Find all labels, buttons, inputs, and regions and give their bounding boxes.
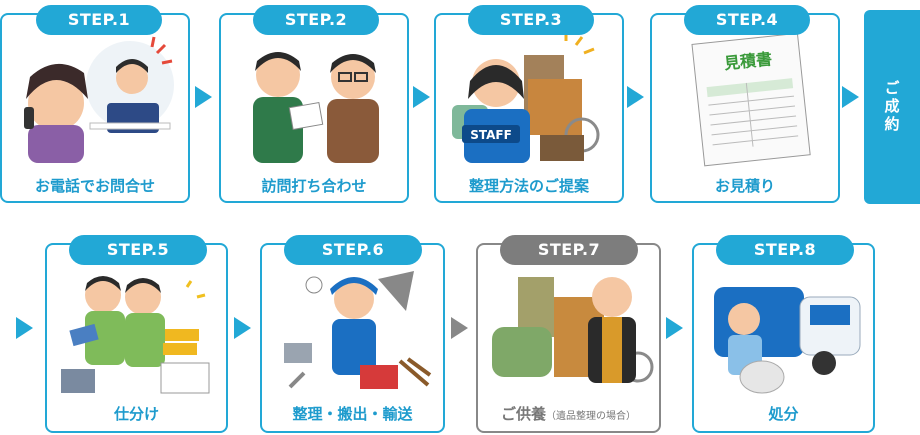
step-card-7: STEP.7 ご供養（遺品整理の場合） [476,235,661,433]
arrow-contract-5 [16,317,33,339]
disposal-truck-illustration [714,287,861,394]
step-title-7-note: （遺品整理の場合） [546,411,636,422]
phone-call-illustration [24,36,174,163]
step-card-2: STEP.2 訪問打ち合わせ [219,5,409,203]
arrow-5-6 [234,317,251,339]
memorial-service-illustration [492,277,654,383]
step-badge-8: STEP.8 [716,235,854,265]
step-title-7: ご供養（遺品整理の場合） [478,403,659,424]
arrow-6-7 [451,317,468,339]
visit-meeting-illustration [253,52,379,163]
step-card-8: STEP.8 処分 [692,235,875,433]
step-title-8: 処分 [768,405,799,423]
step-title-3: 整理方法のご提案 [468,177,589,195]
sorting-illustration [61,276,210,394]
worker-tools-illustration [284,271,432,389]
arrow-3-4 [627,86,644,108]
contract-box: ご成約 [864,10,920,204]
contract-label: ご成約 [882,80,901,134]
step-badge-4: STEP.4 [684,5,810,35]
step-badge-5: STEP.5 [69,235,207,265]
arrow-4-contract [842,86,859,108]
step-title-6: 整理・搬出・輸送 [292,405,413,423]
arrow-1-2 [195,86,212,108]
step-badge-1: STEP.1 [36,5,162,35]
staff-label: STAFF [470,128,512,142]
step-title-7-main: ご供養 [500,405,546,423]
step-title-1: お電話でお問合せ [34,177,155,195]
step-title-2: 訪問打ち合わせ [261,177,367,195]
step-card-5: STEP.5 仕分け [45,235,228,433]
step-badge-6: STEP.6 [284,235,422,265]
arrow-7-8 [666,317,683,339]
step-card-1: STEP.1 お電話でお問合せ [0,5,190,203]
step-card-3: STAFF STEP.3 整理方法のご提案 [434,5,624,203]
step-card-6: STEP.6 整理・搬出・輸送 [260,235,445,433]
step-badge-2: STEP.2 [253,5,379,35]
step-badge-7: STEP.7 [500,235,638,265]
step-title-5: 仕分け [113,405,159,423]
step-badge-3: STEP.3 [468,5,594,35]
step-card-4: 見積書 STEP.4 お見積り [650,5,840,203]
step-title-4: お見積り [714,177,775,195]
estimate-document-illustration: 見積書 [691,32,811,167]
arrow-2-3 [413,86,430,108]
staff-proposal-illustration: STAFF [452,35,600,163]
